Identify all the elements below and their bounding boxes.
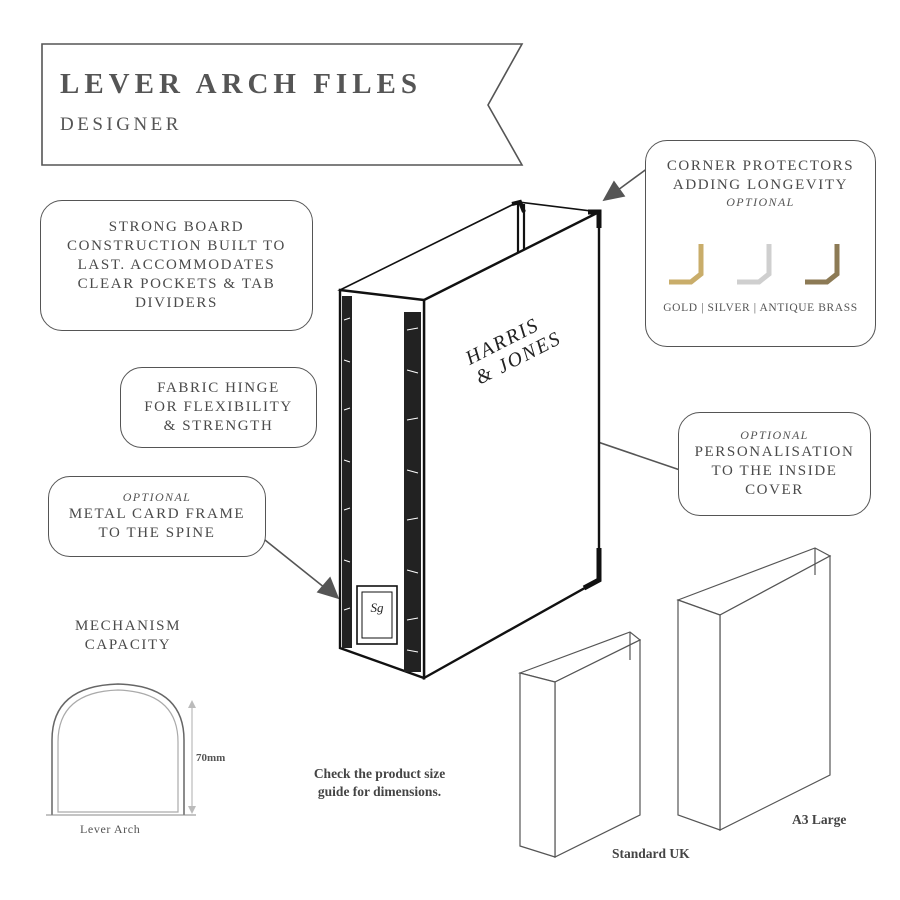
callout-board: STRONG BOARD CONSTRUCTION BUILT TO LAST.… <box>40 200 313 331</box>
callout-personal-line: PERSONALISATION <box>694 444 855 460</box>
callout-board-line: STRONG BOARD <box>108 219 245 235</box>
callout-corners-optional: OPTIONAL <box>726 195 795 209</box>
callout-personal-line: COVER <box>745 482 804 498</box>
page-title: LEVER ARCH FILES <box>60 68 423 100</box>
callout-hinge-line: & STRENGTH <box>163 418 274 434</box>
a3-large-binder <box>676 547 832 831</box>
silver-corner-icon <box>736 244 771 285</box>
standard-uk-binder <box>517 631 642 858</box>
callout-board-line: CONSTRUCTION BUILT TO <box>67 238 286 254</box>
gold-corner-icon <box>668 244 703 285</box>
title-banner <box>41 43 524 166</box>
capacity-value: 70mm <box>196 752 226 764</box>
a3-large-label: A3 Large <box>792 812 847 827</box>
standard-uk-label: Standard UK <box>612 846 690 861</box>
corner-finishes-label: GOLD | SILVER | ANTIQUE BRASS <box>663 302 858 314</box>
callout-board-line: DIVIDERS <box>135 295 218 311</box>
callout-corners-line: CORNER PROTECTORS <box>666 158 855 174</box>
spine-monogram: Sg <box>370 600 384 615</box>
mechanism-title-line: CAPACITY <box>84 637 172 653</box>
arrow-corners-head <box>602 180 626 202</box>
arrow-frame <box>264 539 326 589</box>
mechanism-label: Lever Arch <box>80 822 141 836</box>
mechanism-diagram <box>46 683 196 816</box>
corner-swatches <box>668 244 839 285</box>
binder-illustration <box>337 199 602 681</box>
callout-hinge: FABRIC HINGE FOR FLEXIBILITY & STRENGTH <box>120 367 317 448</box>
callout-corners: CORNER PROTECTORS ADDING LONGEVITY OPTIO… <box>645 140 876 347</box>
callout-frame-line: METAL CARD FRAME <box>68 506 246 522</box>
callout-personal-optional: OPTIONAL <box>740 428 809 442</box>
callout-board-line: LAST. ACCOMMODATES <box>77 257 276 273</box>
mechanism-title-line: MECHANISM <box>74 618 182 634</box>
arrow-frame-head <box>316 576 340 600</box>
callout-corners-line: ADDING LONGEVITY <box>672 177 849 193</box>
callout-hinge-line: FOR FLEXIBILITY <box>144 399 293 415</box>
mechanism-title: MECHANISM CAPACITY <box>62 617 194 655</box>
callout-frame-optional: OPTIONAL <box>122 490 192 504</box>
callout-frame: OPTIONAL METAL CARD FRAME TO THE SPINE <box>48 476 266 557</box>
antique-brass-corner-icon <box>804 244 839 285</box>
callout-frame-line: TO THE SPINE <box>98 525 216 541</box>
callout-board-line: CLEAR POCKETS & TAB <box>77 276 276 292</box>
callout-hinge-line: FABRIC HINGE <box>157 380 280 396</box>
size-guide-note-line: guide for dimensions. <box>317 784 442 799</box>
size-guide-note: Check the product size guide for dimensi… <box>292 765 467 801</box>
callout-personal: OPTIONAL PERSONALISATION TO THE INSIDE C… <box>678 412 871 516</box>
page-subtitle: DESIGNER <box>60 114 182 135</box>
size-guide-note-line: Check the product size <box>313 766 446 781</box>
arrow-corners <box>617 167 649 191</box>
callout-personal-line: TO THE INSIDE <box>711 463 838 479</box>
